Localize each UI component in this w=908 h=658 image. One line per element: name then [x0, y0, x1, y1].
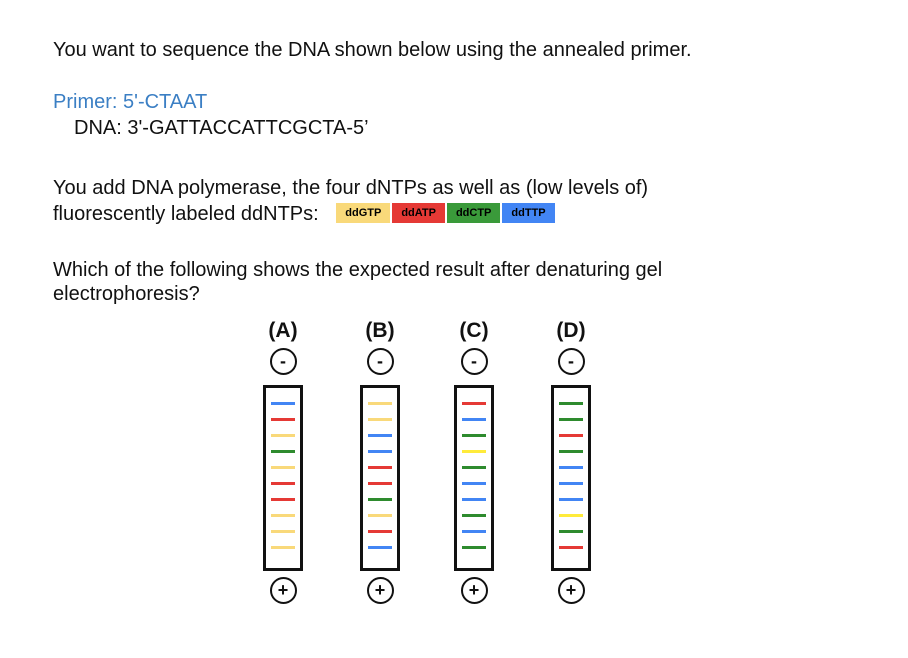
positive-terminal-icon: +: [269, 577, 297, 604]
gel-band: [462, 418, 486, 421]
gel-band: [271, 530, 295, 533]
gel-option-d[interactable]: (D) - +: [541, 318, 601, 604]
question-prompt-line1: Which of the following shows the expecte…: [53, 259, 663, 281]
ddntp-line-text: fluorescently labeled ddNTPs:: [53, 203, 319, 225]
ddntp-legend: ddGTP ddATP ddCTP ddTTP: [336, 202, 556, 223]
gel-band: [271, 546, 295, 549]
gel-band: [559, 418, 583, 421]
gel-band: [271, 482, 295, 485]
gel-band: [368, 546, 392, 549]
gel-band: [368, 450, 392, 453]
gel-band: [368, 402, 392, 405]
gel-band: [462, 546, 486, 549]
add-reagents-line: You add DNA polymerase, the four dNTPs a…: [53, 177, 649, 199]
gel-band: [271, 514, 295, 517]
gel-option-a[interactable]: (A) - +: [253, 318, 313, 604]
primer-sequence: Primer: 5'-CTAAT: [53, 91, 208, 113]
negative-terminal-icon: -: [557, 348, 585, 375]
gel-band: [368, 418, 392, 421]
ddgtp-tag: ddGTP: [336, 202, 391, 223]
gel-band: [271, 466, 295, 469]
gel-band: [462, 530, 486, 533]
negative-terminal-icon: -: [460, 348, 488, 375]
gel-band: [559, 530, 583, 533]
gel-band: [462, 482, 486, 485]
gel-lane: [360, 385, 400, 571]
gel-band: [559, 450, 583, 453]
gel-band: [368, 498, 392, 501]
gel-band: [271, 434, 295, 437]
option-label: (A): [268, 319, 298, 342]
gel-band: [271, 498, 295, 501]
positive-terminal-icon: +: [366, 577, 394, 604]
gel-band: [559, 514, 583, 517]
gel-band: [368, 514, 392, 517]
gel-band: [559, 546, 583, 549]
gel-lane: [551, 385, 591, 571]
negative-terminal-icon: -: [366, 348, 394, 375]
gel-band: [462, 402, 486, 405]
option-label: (B): [365, 319, 395, 342]
gel-band: [559, 498, 583, 501]
gel-band: [462, 466, 486, 469]
gel-band: [271, 418, 295, 421]
gel-band: [368, 530, 392, 533]
ddttp-tag: ddTTP: [502, 202, 555, 223]
gel-lane: [263, 385, 303, 571]
gel-option-b[interactable]: (B) - +: [350, 318, 410, 604]
question-prompt-line2: electrophoresis?: [53, 283, 200, 305]
gel-band: [462, 514, 486, 517]
question-intro: You want to sequence the DNA shown below…: [53, 39, 692, 61]
gel-band: [462, 498, 486, 501]
ddctp-tag: ddCTP: [446, 202, 501, 223]
gel-band: [462, 450, 486, 453]
gel-lane: [454, 385, 494, 571]
gel-band: [368, 482, 392, 485]
ddatp-tag: ddATP: [392, 202, 445, 223]
dna-sequence: DNA: 3'-GATTACCATTCGCTA-5’: [74, 117, 369, 139]
gel-band: [559, 434, 583, 437]
gel-band: [271, 402, 295, 405]
negative-terminal-icon: -: [269, 348, 297, 375]
gel-band: [368, 466, 392, 469]
gel-band: [368, 434, 392, 437]
gel-band: [462, 434, 486, 437]
gel-band: [271, 450, 295, 453]
option-label: (C): [459, 319, 489, 342]
gel-option-c[interactable]: (C) - +: [444, 318, 504, 604]
positive-terminal-icon: +: [557, 577, 585, 604]
gel-band: [559, 466, 583, 469]
ddntp-line: fluorescently labeled ddNTPs: ddGTP ddAT…: [53, 202, 557, 226]
gel-band: [559, 482, 583, 485]
positive-terminal-icon: +: [460, 577, 488, 604]
gel-band: [559, 402, 583, 405]
option-label: (D): [556, 319, 586, 342]
